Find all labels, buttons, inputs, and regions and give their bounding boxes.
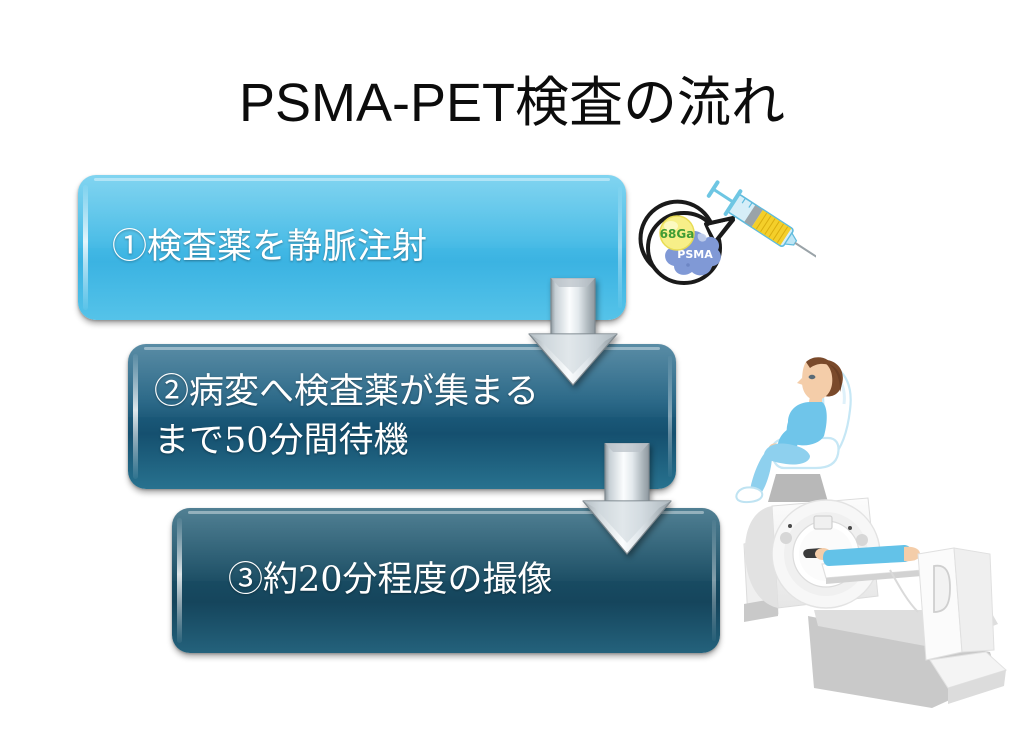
isotope-label: 68Ga [660, 227, 695, 241]
box-right-highlight [712, 520, 716, 641]
psma-label: PSMA [677, 248, 713, 261]
patient-thigh [764, 443, 810, 465]
scanned-patient-feet [904, 546, 920, 562]
patient-leg [750, 454, 772, 496]
patient-torso [786, 402, 827, 446]
gantry-knob-left [780, 532, 792, 544]
syringe-tracer-illustration: PSMA 68Ga [638, 180, 816, 285]
down-arrow-icon-2 [582, 443, 672, 555]
isotope-68ga-icon: 68Ga [659, 215, 695, 251]
step-box-label: ②病変へ検査薬が集まる まで50分間待機 [154, 371, 540, 461]
box-top-highlight [94, 178, 610, 181]
step-box-label: ①検査薬を静脈注射 [112, 227, 428, 267]
scanned-patient-gown [823, 545, 912, 566]
down-arrow-icon-1 [528, 278, 618, 386]
gantry-knob-right [856, 534, 868, 546]
patient-slipper [735, 486, 764, 504]
seated-patient-illustration [735, 357, 852, 504]
patient-head [802, 359, 833, 400]
gantry-display [813, 515, 833, 530]
page-title: PSMA-PET検査の流れ [238, 73, 786, 133]
patient-on-table [803, 545, 920, 566]
column-handle [933, 564, 951, 613]
syringe-icon [706, 180, 816, 261]
chair-base [768, 474, 828, 502]
pet-ct-scanner-illustration [743, 497, 1007, 708]
step-box-label: ③約20分程度の撮像 [228, 560, 553, 600]
